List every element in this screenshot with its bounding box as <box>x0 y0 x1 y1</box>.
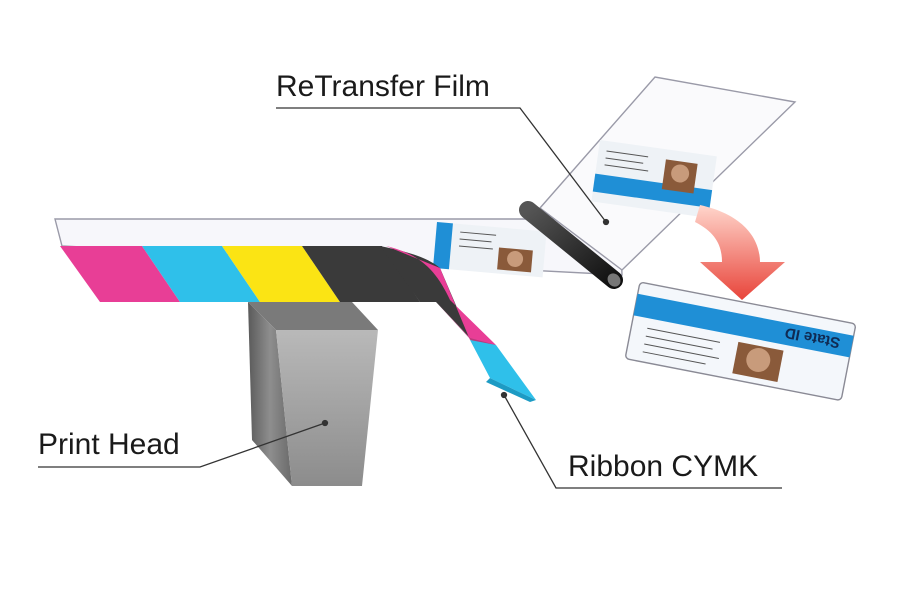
ribbon-yellow-panel <box>222 246 340 302</box>
retransfer-film-label: ReTransfer Film <box>276 70 490 103</box>
leader-film <box>276 107 607 223</box>
ribbon <box>60 246 536 402</box>
ribbon-label: Ribbon CYMK <box>568 450 759 483</box>
leader-head <box>38 422 326 468</box>
leader-lines <box>38 107 782 489</box>
film-roller <box>519 201 623 289</box>
arrow-down-right-icon <box>695 205 785 300</box>
ribbon-magenta-panel <box>60 246 180 302</box>
leader-ribbon <box>503 394 782 489</box>
finished-id-card: State ID <box>625 281 856 401</box>
film-card-image-upper <box>591 140 717 218</box>
film-card-image-lower <box>432 222 547 278</box>
print-head <box>248 302 378 486</box>
print-head-label: Print Head <box>38 428 180 461</box>
ribbon-cyan-panel <box>142 246 260 302</box>
